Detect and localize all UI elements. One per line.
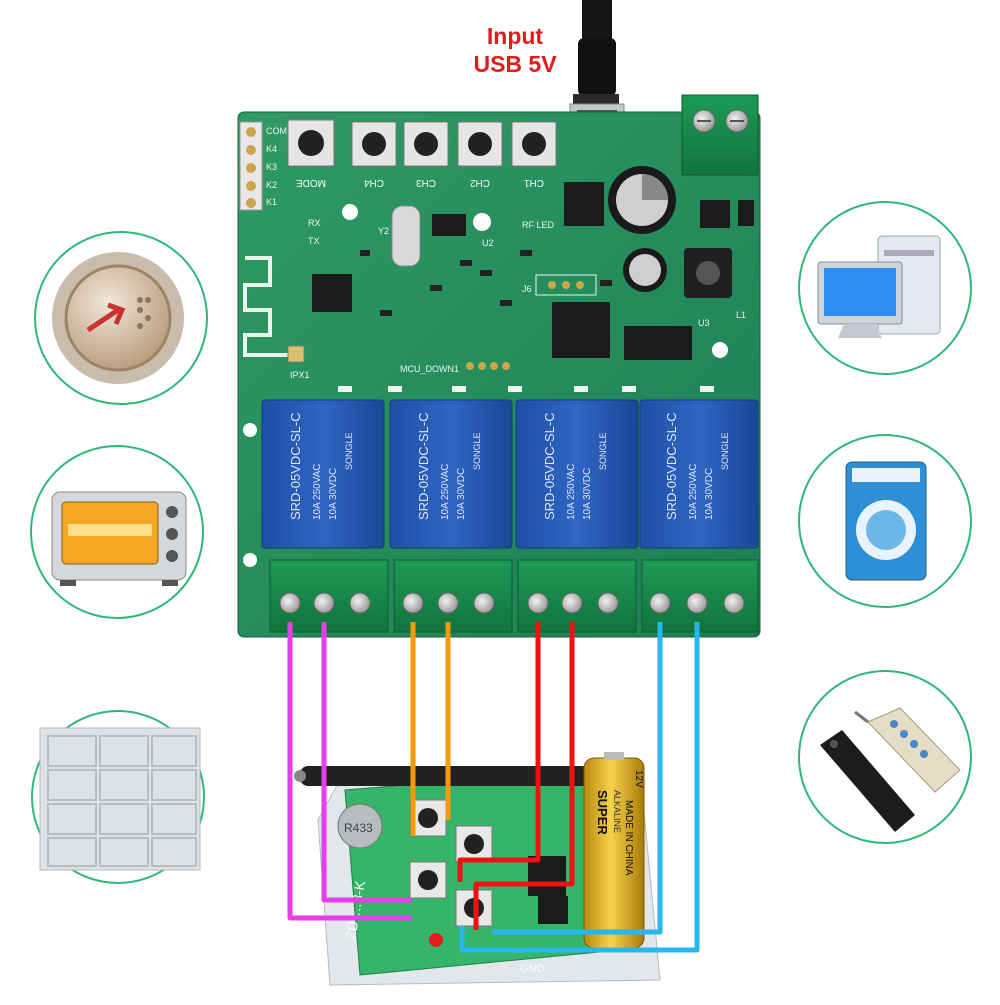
appliance-elevator-button (34, 231, 208, 405)
appliance-remote-controls (798, 670, 972, 844)
ch4-button[interactable] (351, 121, 397, 167)
silk-ipx: IPX1 (290, 370, 310, 380)
electrolytic-capacitor (608, 166, 676, 234)
appliance-toaster-oven (30, 445, 204, 619)
relay-rating: 10A 30VDC (704, 468, 715, 520)
relay-1: SRD-05VDC-SL-C 10A 250VAC 10A 30VDC SONG… (261, 399, 385, 549)
pin-label: COM (266, 126, 287, 136)
button-label: CH4 (364, 177, 384, 188)
wire-relay1-a (287, 622, 412, 921)
appliance-garage-door (31, 710, 205, 884)
remote-button-c[interactable] (409, 861, 447, 899)
relay-model: SRD-05VDC-SL-C (664, 412, 679, 520)
pin-label: K3 (266, 162, 277, 172)
relay-model: SRD-05VDC-SL-C (542, 412, 557, 520)
silk-y2: Y2 (378, 226, 389, 236)
button-label: CH3 (416, 177, 436, 188)
silk-tx: TX (308, 236, 320, 246)
appliance-washing-machine (798, 434, 972, 608)
pin-label: K1 (266, 197, 277, 207)
pin-header (239, 121, 263, 211)
relay-rating: 10A 30VDC (328, 468, 339, 520)
appliance-desktop-computer (798, 201, 972, 375)
silk-u2: U2 (482, 238, 494, 248)
relay-board: COM K4 K3 K2 K1 (237, 94, 761, 638)
battery: SUPER ALKALINE MADE IN CHINA 12V (583, 752, 645, 949)
relay-model: SRD-05VDC-SL-C (416, 412, 431, 520)
ch2-button[interactable] (457, 121, 503, 167)
relay-2: SRD-05VDC-SL-C 10A 250VAC 10A 30VDC SONG… (389, 399, 513, 549)
output-terminal-1 (269, 559, 389, 633)
button-label: CH2 (470, 177, 490, 188)
input-label-line2: USB 5V (473, 51, 557, 77)
arrow-icon (86, 302, 126, 333)
relay-rating: 10A 250VAC (312, 463, 323, 520)
silk-mcu: MCU_DOWN1 (400, 364, 459, 374)
ch1-button[interactable] (511, 121, 557, 167)
battery-brand: SUPER (595, 790, 610, 835)
relay-brand: SONGLE (472, 432, 482, 470)
relay-rating: 10A 250VAC (440, 463, 451, 520)
power-terminal (681, 94, 759, 176)
wire-relay3-b (473, 622, 575, 930)
output-terminal-4 (641, 559, 759, 633)
button-label: MODE (296, 177, 326, 188)
input-label: Input USB 5V (460, 22, 570, 78)
remote-button-b[interactable] (455, 825, 493, 863)
relay-rating: 10A 30VDC (582, 468, 593, 520)
wire-relay1-b (321, 622, 412, 903)
battery-made: MADE IN CHINA (623, 800, 634, 876)
button-label: CH1 (524, 177, 544, 188)
status-led (429, 933, 443, 947)
input-label-line1: Input (486, 23, 544, 49)
relay-4: SRD-05VDC-SL-C 10A 250VAC 10A 30VDC SONG… (639, 399, 759, 549)
small-capacitor (623, 248, 667, 292)
relay-3: SRD-05VDC-SL-C 10A 250VAC 10A 30VDC SONG… (515, 399, 639, 549)
silk-u3: U3 (698, 318, 710, 328)
relay-rating: 10A 30VDC (456, 468, 467, 520)
pin-label: K4 (266, 144, 277, 154)
pin-label: K2 (266, 180, 277, 190)
silk-rf-led: RF LED (522, 220, 555, 230)
battery-volt: 12V (633, 770, 644, 788)
silk-rx: RX (308, 218, 321, 228)
relay-brand: SONGLE (598, 432, 608, 470)
mode-button[interactable] (287, 119, 335, 167)
silk-j6: J6 (522, 284, 532, 294)
gnd-label: GND (520, 963, 545, 975)
ch3-button[interactable] (403, 121, 449, 167)
relay-brand: SONGLE (344, 432, 354, 470)
wire-relay4-a (492, 622, 663, 935)
tactile-buttons (287, 119, 557, 167)
wire-relay3-a (457, 622, 541, 882)
relay-model: SRD-05VDC-SL-C (288, 412, 303, 520)
output-terminal-3 (517, 559, 637, 633)
relay-rating: 10A 250VAC (688, 463, 699, 520)
inductor (684, 248, 732, 298)
remote-button-a[interactable] (409, 799, 447, 837)
output-terminal-2 (393, 559, 513, 633)
battery-sub: ALKALINE (612, 790, 622, 833)
relay-rating: 10A 250VAC (566, 463, 577, 520)
relay-brand: SONGLE (720, 432, 730, 470)
silk-l1: L1 (736, 310, 746, 320)
crystal-label: R433 (344, 821, 373, 835)
wire-relay4-b (459, 622, 700, 953)
